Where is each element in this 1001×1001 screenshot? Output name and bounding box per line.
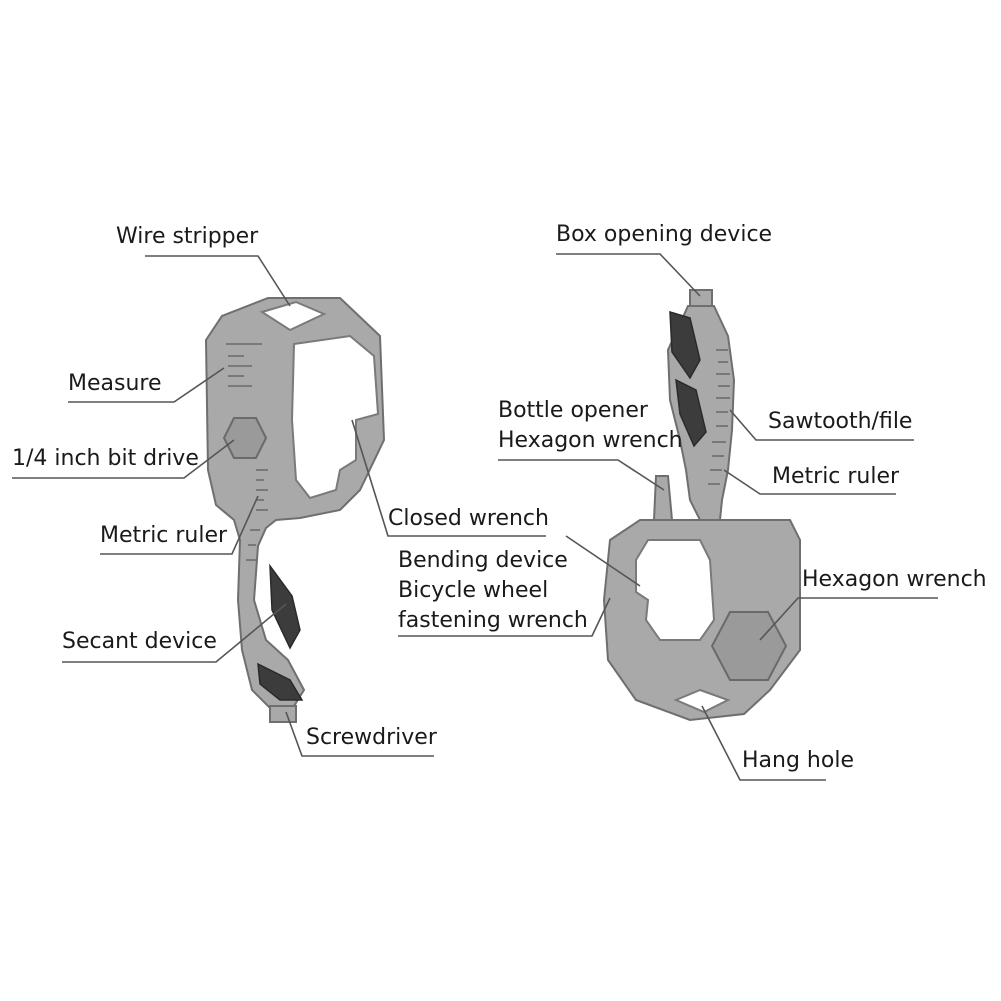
leader-hexagon-wrench [759, 597, 938, 641]
left-screwdriver-tip [269, 705, 297, 723]
leader-measure [68, 367, 225, 403]
leader-secant-device [62, 603, 287, 663]
leader-bottle-opener [498, 459, 665, 491]
leader-metric-ruler-right [723, 469, 896, 495]
label-metric-ruler-left: Metric ruler [100, 523, 228, 548]
left-bit-drive-hex [222, 417, 268, 459]
label-secant-device: Secant device [62, 629, 217, 654]
left-shaft-ticks [246, 469, 268, 561]
label-bottle-opener: Bottle opener [498, 398, 648, 423]
leader-metric-ruler-left [100, 495, 259, 555]
label-fastening-wrench: fastening wrench [398, 608, 588, 633]
left-grip-lower [257, 662, 304, 701]
label-bicycle-wheel: Bicycle wheel [398, 578, 549, 603]
right-grip-lower [675, 378, 707, 448]
right-hang-hole [673, 688, 731, 714]
right-bottle-opener-arm [652, 475, 674, 521]
left-key-tool [204, 297, 386, 723]
right-box-opener-tip [689, 289, 713, 307]
leader-bicycle-wheel [398, 597, 611, 637]
label-metric-ruler-right: Metric ruler [772, 464, 900, 489]
leader-bending-device [565, 535, 641, 587]
right-wrench-opening [635, 539, 716, 641]
left-wrench-opening [290, 334, 380, 500]
label-box-opening: Box opening device [556, 222, 773, 247]
label-hexagon-wrench: Hexagon wrench [802, 567, 987, 592]
label-hexagon-wrench-top: Hexagon wrench [498, 428, 683, 453]
leader-screwdriver [285, 711, 434, 757]
right-key-tool [602, 289, 801, 722]
left-wire-stripper-slot [259, 300, 327, 332]
left-grip-upper [269, 563, 301, 650]
label-measure: Measure [68, 371, 162, 396]
leader-sawtooth [729, 409, 914, 441]
left-measure-ticks [226, 343, 262, 387]
label-closed-wrench: Closed wrench [388, 506, 549, 531]
leader-bit-drive [12, 439, 235, 479]
label-wire-stripper: Wire stripper [116, 224, 259, 249]
label-screwdriver: Screwdriver [306, 725, 437, 750]
leader-closed-wrench [351, 419, 546, 537]
label-bending-device: Bending device [398, 548, 568, 573]
label-sawtooth: Sawtooth/file [768, 409, 913, 434]
right-grip-upper [669, 310, 701, 380]
leader-wire-stripper [145, 255, 291, 307]
label-hang-hole: Hang hole [742, 748, 854, 773]
leader-lines [12, 253, 938, 781]
right-hexagon-wrench [710, 611, 788, 681]
label-bit-drive: 1/4 inch bit drive [12, 446, 199, 471]
right-shaft-ticks [708, 349, 730, 485]
leader-box-opening [556, 253, 701, 297]
leader-hang-hole [701, 705, 826, 781]
